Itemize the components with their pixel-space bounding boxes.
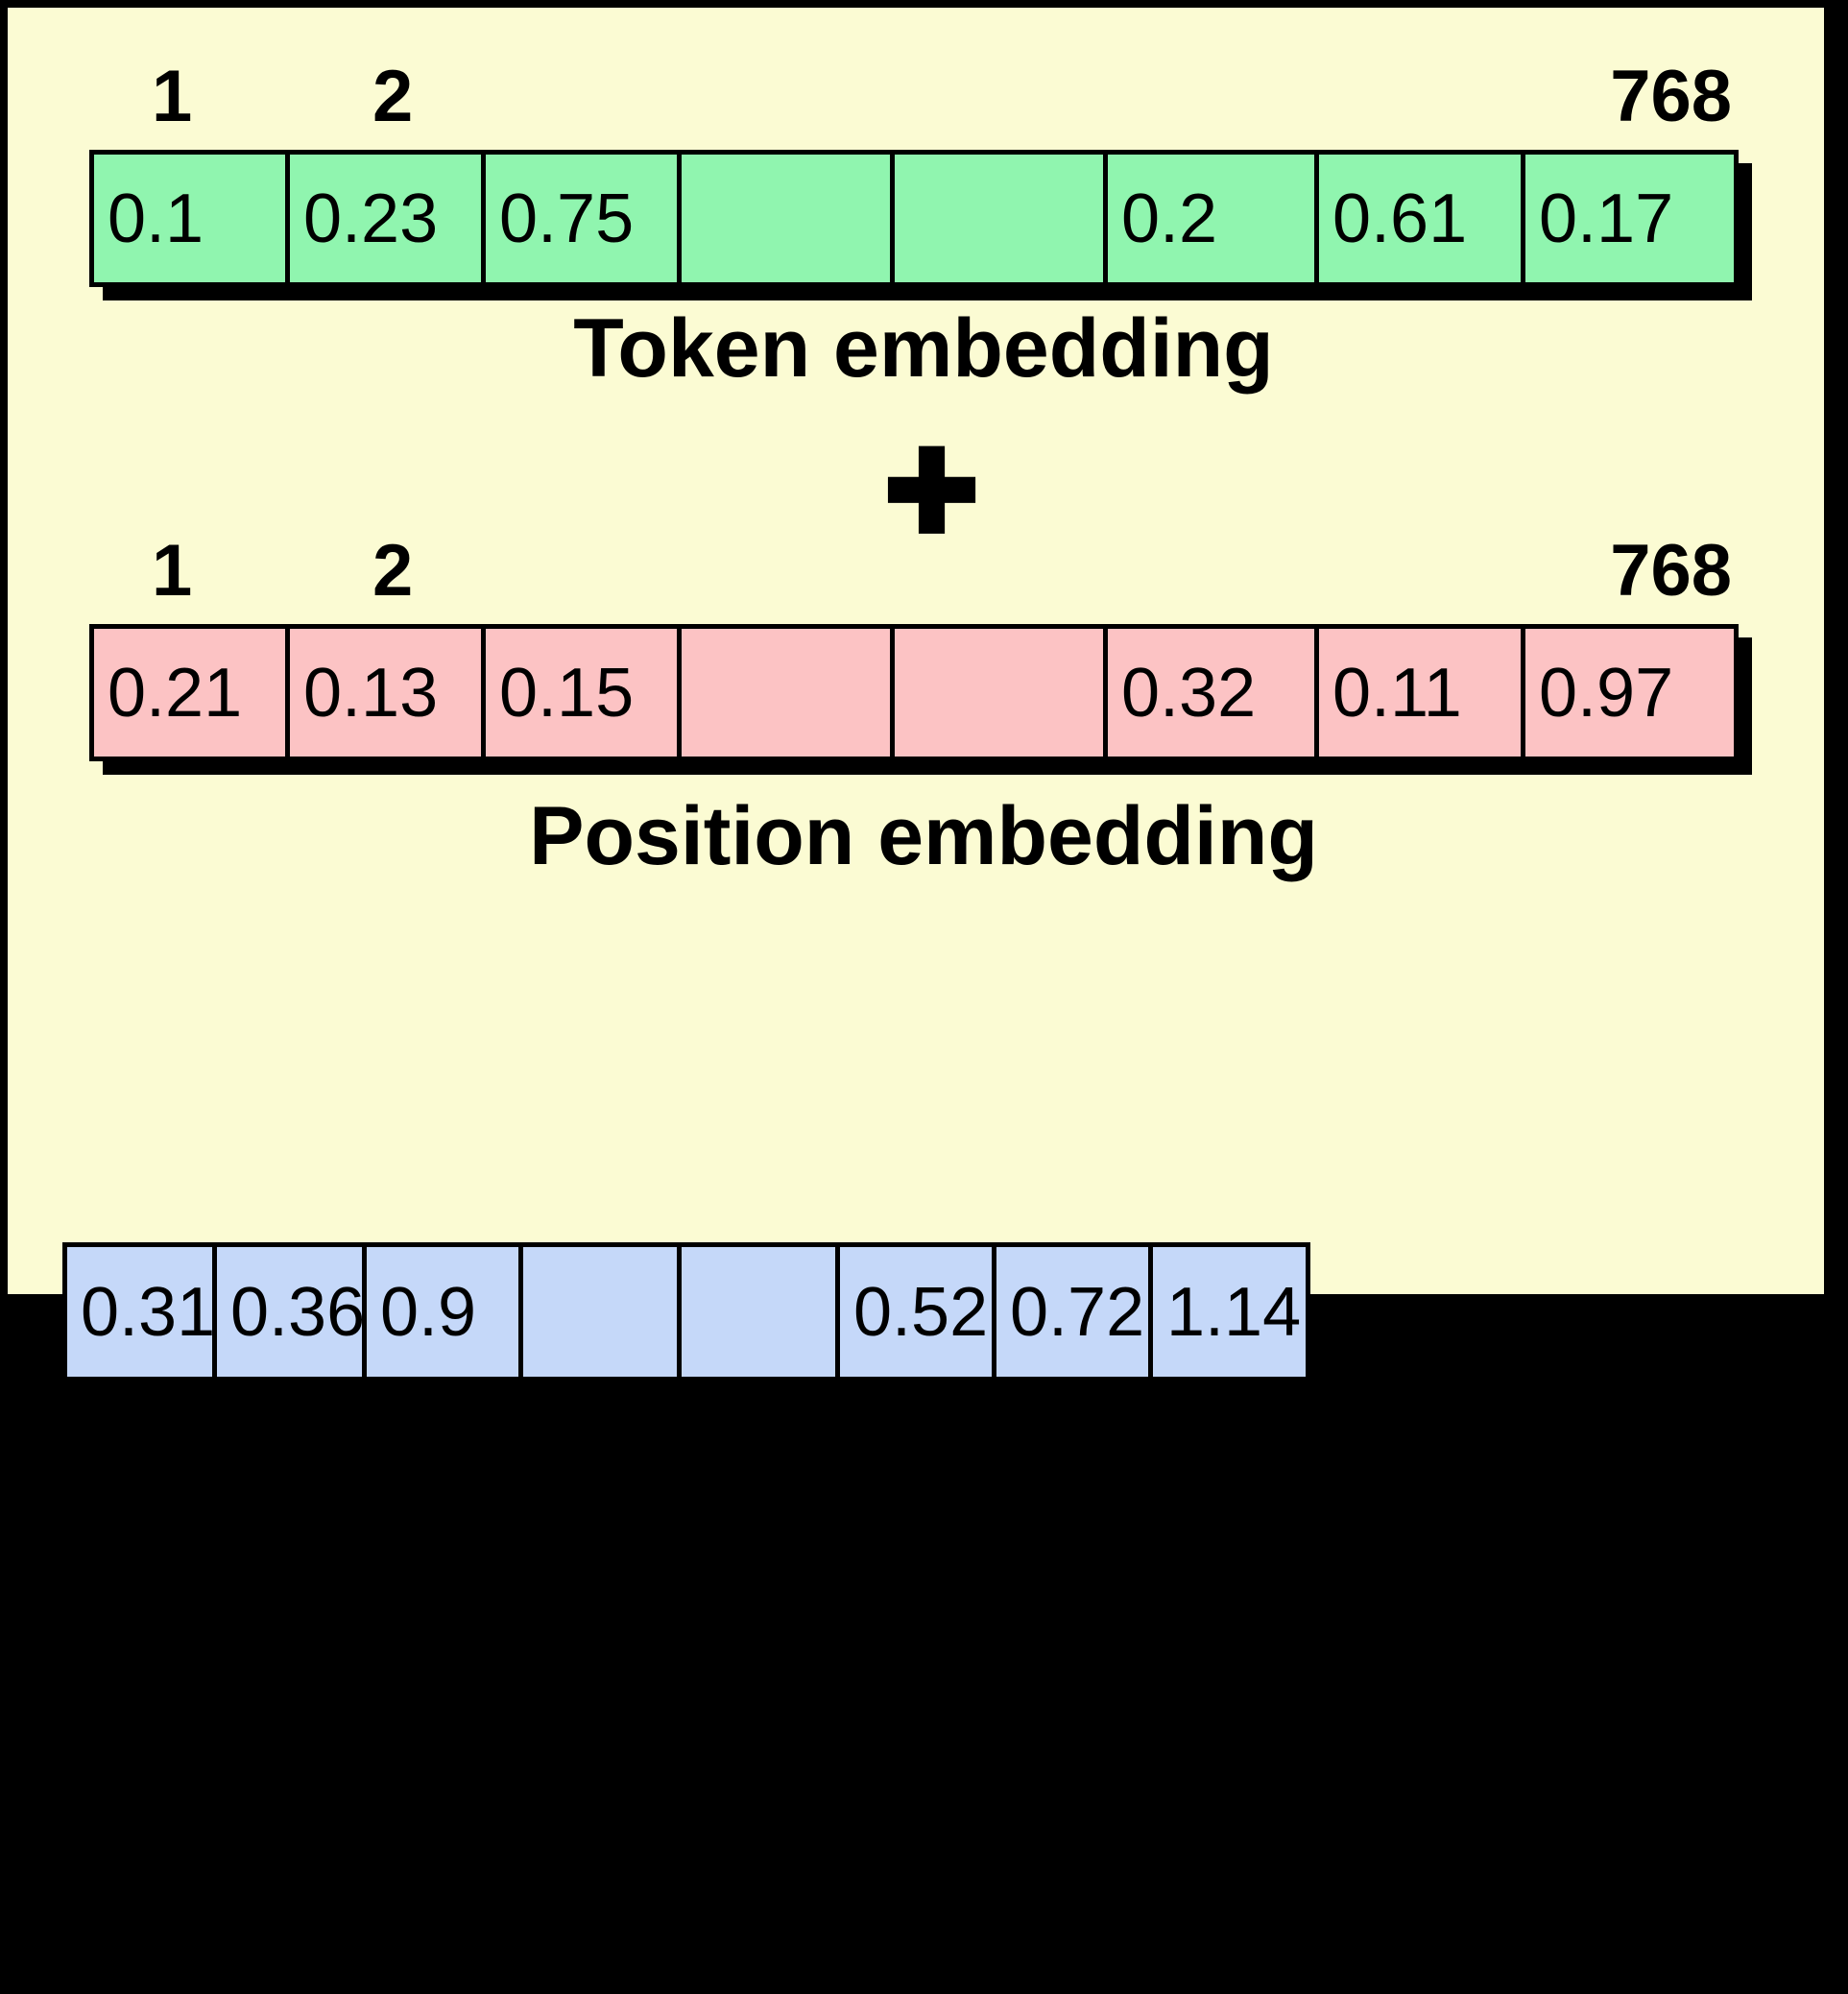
- position-cell-7: 0.11: [1319, 629, 1525, 757]
- position-index-last: 768: [1610, 530, 1732, 612]
- plus-icon: ✚: [883, 428, 980, 557]
- sum-cell-8: 1.14: [1153, 1247, 1306, 1377]
- token-cell-1: 0.1: [94, 155, 290, 282]
- position-embedding-caption: Position embedding: [529, 790, 1318, 882]
- sum-cell-3: 0.9: [367, 1247, 523, 1377]
- token-embedding-caption: Token embedding: [573, 302, 1274, 395]
- position-index-first: 1: [152, 530, 193, 612]
- lower-black-region: [0, 1294, 1848, 1994]
- sum-cell-1: 0.31: [67, 1247, 217, 1377]
- position-cell-8: 0.97: [1525, 629, 1734, 757]
- token-cell-4: [682, 155, 895, 282]
- token-cell-2: 0.23: [290, 155, 486, 282]
- position-cell-3: 0.15: [486, 629, 682, 757]
- sum-embedding-vector: 0.31 0.36 0.9 0.52 0.72 1.14: [62, 1242, 1310, 1381]
- position-cell-5: [895, 629, 1108, 757]
- sum-cell-6: 0.52: [840, 1247, 996, 1377]
- token-index-first: 1: [152, 56, 193, 137]
- token-index-second: 2: [372, 56, 414, 137]
- position-index-second: 2: [372, 530, 414, 612]
- token-cell-8: 0.17: [1525, 155, 1734, 282]
- position-embedding-vector: 0.21 0.13 0.15 0.32 0.11 0.97: [89, 624, 1739, 761]
- position-cell-1: 0.21: [94, 629, 290, 757]
- token-cell-7: 0.61: [1319, 155, 1525, 282]
- position-cell-6: 0.32: [1108, 629, 1319, 757]
- token-index-last: 768: [1610, 56, 1732, 137]
- token-cell-3: 0.75: [486, 155, 682, 282]
- position-cell-2: 0.13: [290, 629, 486, 757]
- sum-cell-7: 0.72: [996, 1247, 1153, 1377]
- sum-cell-4: [523, 1247, 682, 1377]
- token-embedding-vector: 0.1 0.23 0.75 0.2 0.61 0.17: [89, 150, 1739, 287]
- token-index-labels: 1 2 768: [84, 54, 1757, 140]
- sum-cell-2: 0.36: [217, 1247, 367, 1377]
- embedding-panel: 1 2 768 0.1 0.23 0.75 0.2 0.61 0.17 Toke…: [8, 8, 1824, 1294]
- token-cell-5: [895, 155, 1108, 282]
- sum-cell-5: [682, 1247, 840, 1377]
- token-cell-6: 0.2: [1108, 155, 1319, 282]
- position-index-labels: 1 2 768: [84, 528, 1757, 614]
- position-cell-4: [682, 629, 895, 757]
